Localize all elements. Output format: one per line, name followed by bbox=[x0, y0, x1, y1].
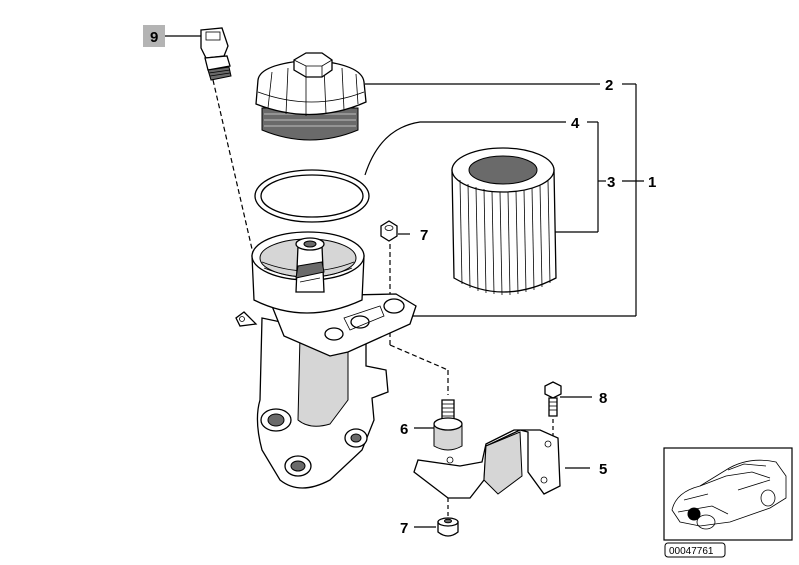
callout-2[interactable]: 2 bbox=[605, 77, 613, 94]
leader-lines bbox=[164, 35, 644, 528]
callout-3[interactable]: 3 bbox=[607, 174, 615, 191]
reference-code: 00047761 bbox=[669, 546, 714, 557]
callout-5[interactable]: 5 bbox=[599, 461, 607, 478]
callout-7-bottom[interactable]: 7 bbox=[400, 520, 408, 537]
part-4-o-ring[interactable] bbox=[254, 169, 370, 223]
callout-9-highlight bbox=[143, 25, 165, 47]
part-6-rubber-mount[interactable] bbox=[433, 399, 463, 451]
part-3-filter-element[interactable] bbox=[451, 147, 557, 296]
reference-code-box bbox=[664, 542, 726, 558]
callout-9[interactable]: 9 bbox=[150, 29, 158, 46]
filter-housing[interactable] bbox=[235, 231, 417, 489]
part-8-bolt[interactable] bbox=[544, 381, 562, 417]
callout-8[interactable]: 8 bbox=[599, 390, 607, 407]
callout-6[interactable]: 6 bbox=[400, 421, 408, 438]
callout-labels: 9 2 4 3 1 7 8 6 5 7 bbox=[150, 29, 656, 537]
location-marker bbox=[687, 507, 701, 521]
inset-frame bbox=[663, 447, 793, 541]
part-9-oil-sensor[interactable] bbox=[200, 27, 232, 81]
part-7-nut-bottom[interactable] bbox=[437, 517, 459, 537]
part-2-filter-cap[interactable] bbox=[255, 52, 367, 141]
part-7-nut-top[interactable] bbox=[380, 220, 398, 242]
part-5-bracket[interactable] bbox=[413, 429, 561, 499]
callout-4[interactable]: 4 bbox=[571, 115, 580, 132]
callout-1[interactable]: 1 bbox=[648, 174, 656, 191]
callout-7-top[interactable]: 7 bbox=[420, 227, 428, 244]
vehicle-inset: 00047761 bbox=[663, 447, 793, 558]
